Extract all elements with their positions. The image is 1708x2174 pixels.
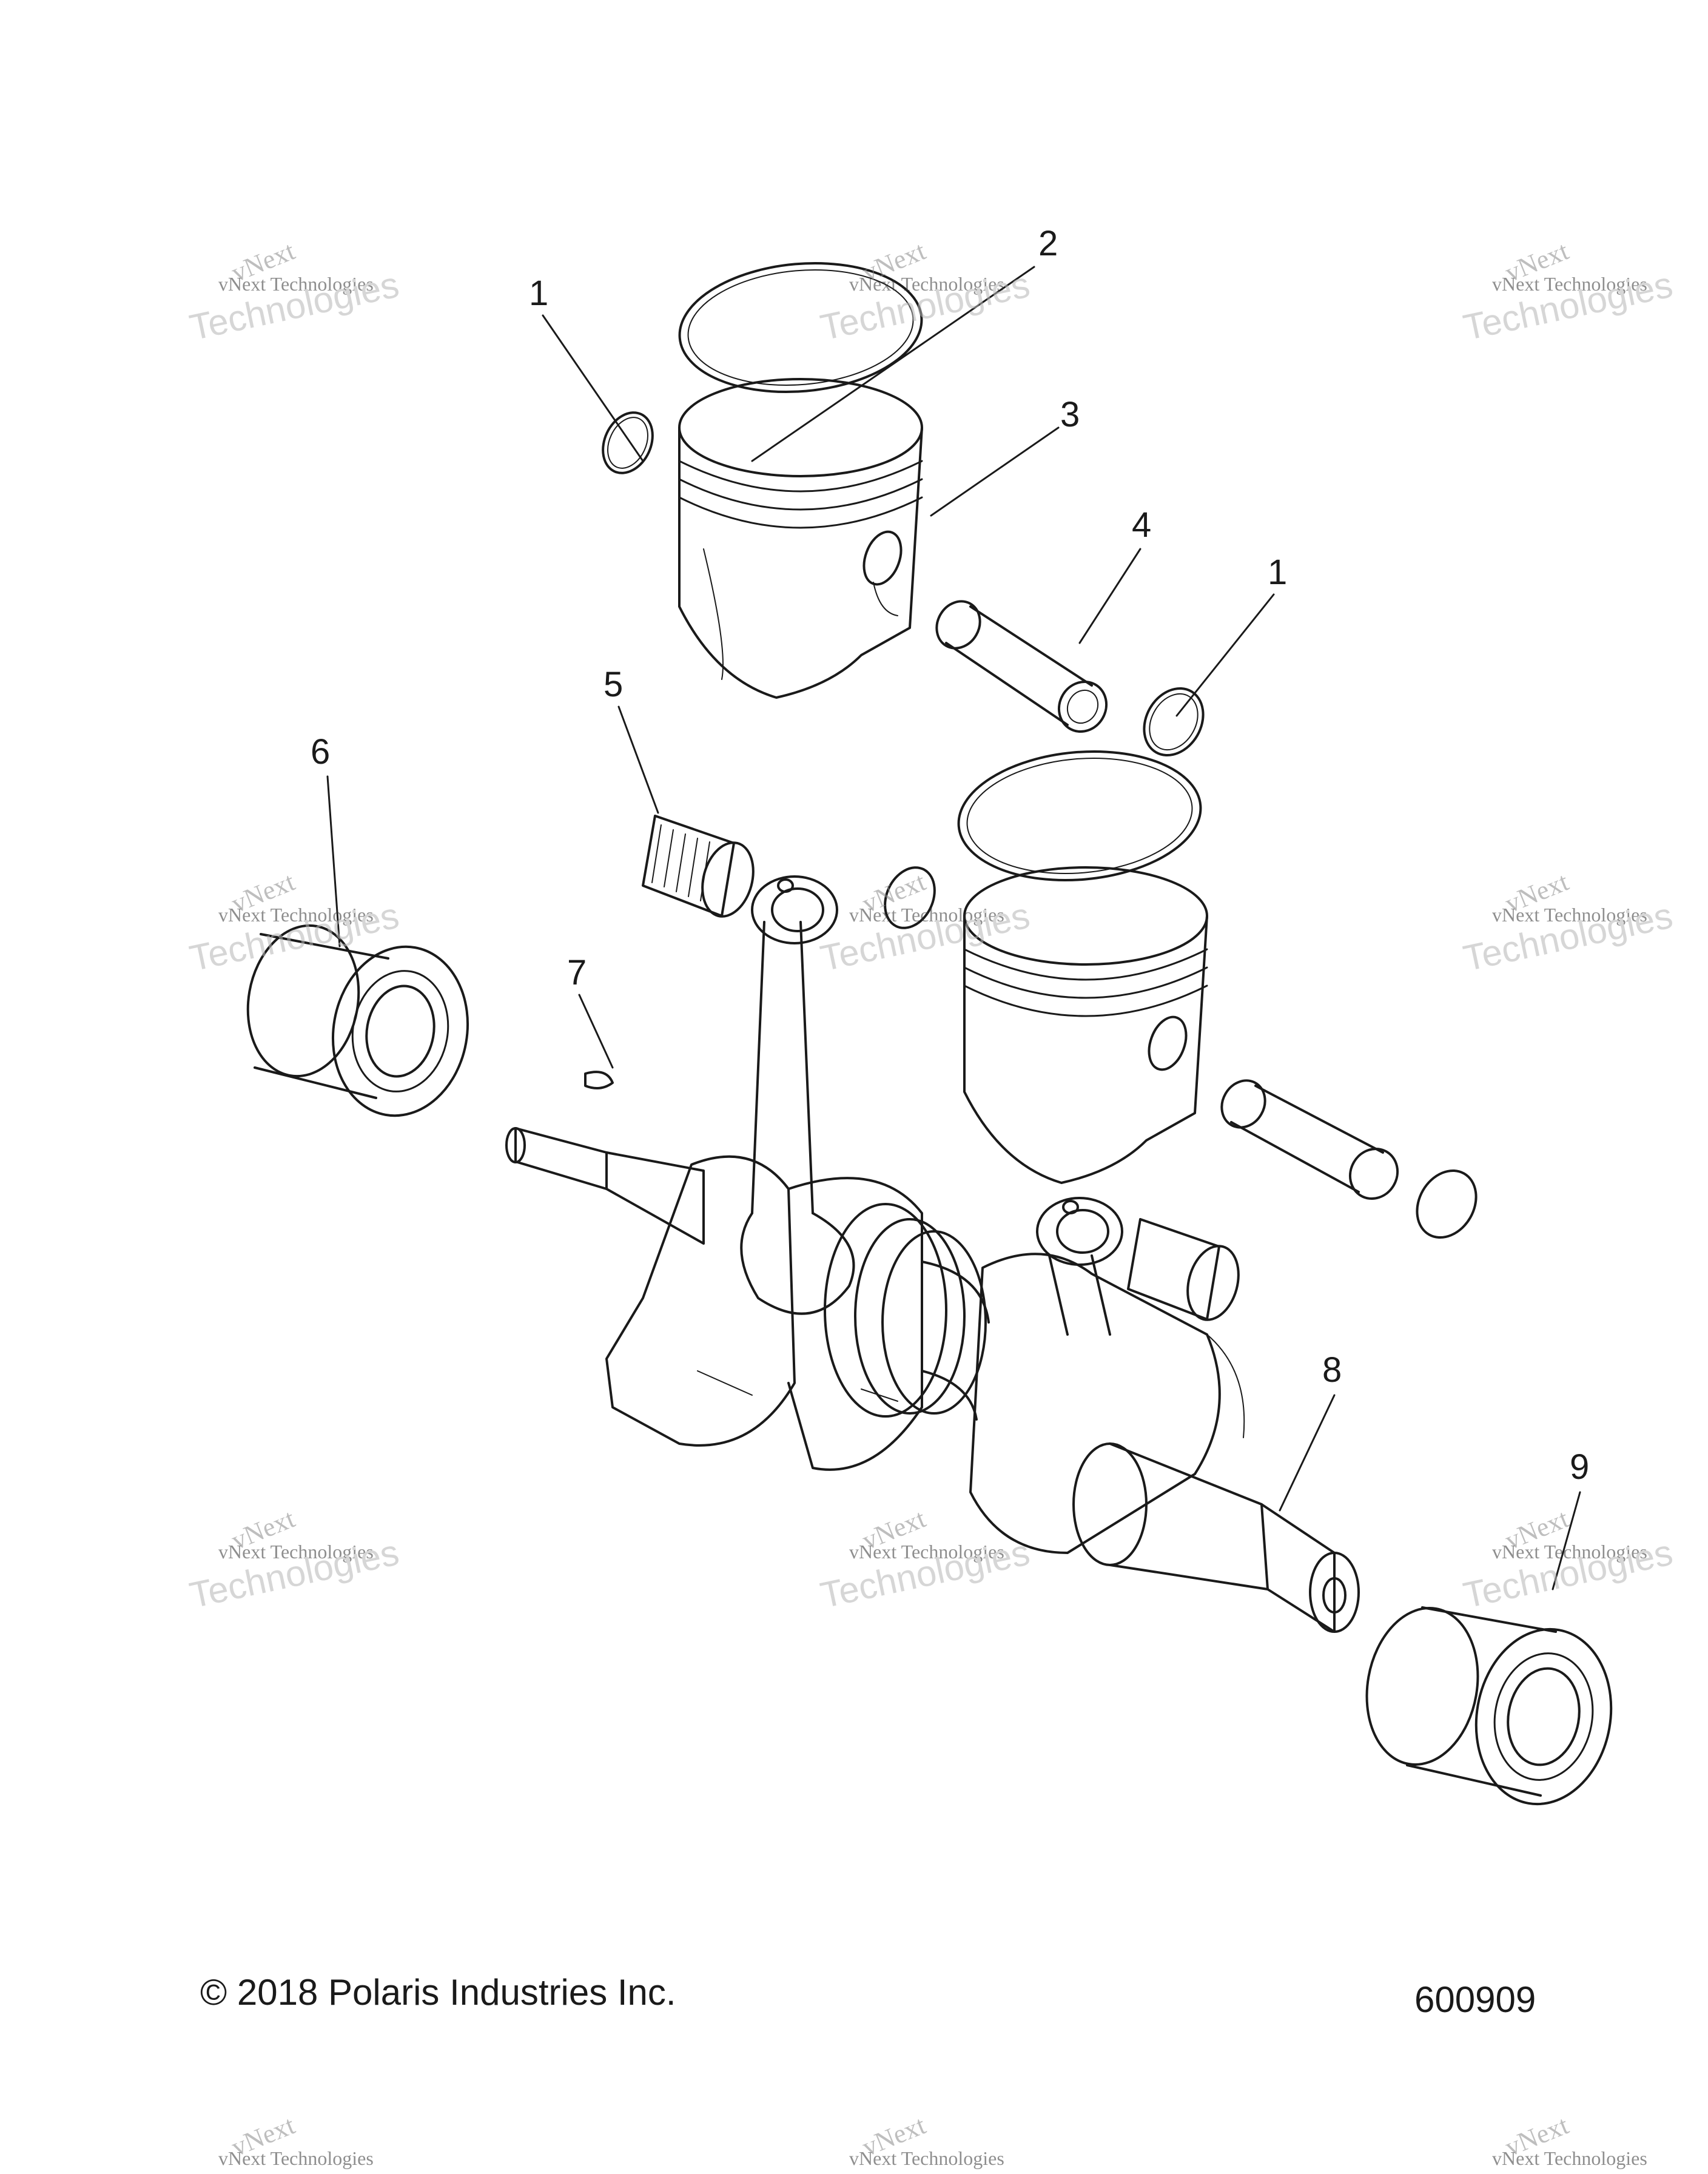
circlip-left	[602, 411, 654, 474]
needle-bearing-upper	[642, 815, 755, 918]
callout-3: 3	[1060, 395, 1080, 434]
main-bearing-left	[246, 924, 469, 1117]
circlip-right	[1143, 687, 1205, 757]
crankshaft	[505, 875, 1360, 1633]
callout-7: 7	[567, 953, 587, 992]
callout-1-right: 1	[1268, 553, 1288, 592]
wrist-pin-upper	[935, 600, 1108, 733]
callout-6: 6	[311, 732, 331, 772]
callout-9: 9	[1570, 1447, 1590, 1487]
callout-1-left: 1	[529, 274, 549, 313]
copyright-text: © 2018 Polaris Industries Inc.	[200, 1972, 676, 2013]
wrist-pin-lower	[1220, 1079, 1399, 1200]
circlip-lower	[884, 866, 1478, 1239]
main-bearing-right	[1365, 1606, 1613, 1806]
piston-lower	[963, 866, 1208, 1184]
piston-ring-lower	[957, 750, 1202, 882]
callout-8: 8	[1322, 1350, 1342, 1390]
needle-bearing-lower	[1127, 1218, 1240, 1321]
callout-5: 5	[604, 665, 624, 704]
callout-4: 4	[1132, 505, 1152, 545]
callout-2: 2	[1038, 224, 1058, 263]
figure-number: 600909	[1414, 1979, 1536, 2020]
piston-ring-top	[678, 261, 923, 394]
leader-lines	[326, 266, 1581, 1590]
piston-upper	[678, 378, 923, 699]
woodruff-key	[584, 1071, 614, 1089]
